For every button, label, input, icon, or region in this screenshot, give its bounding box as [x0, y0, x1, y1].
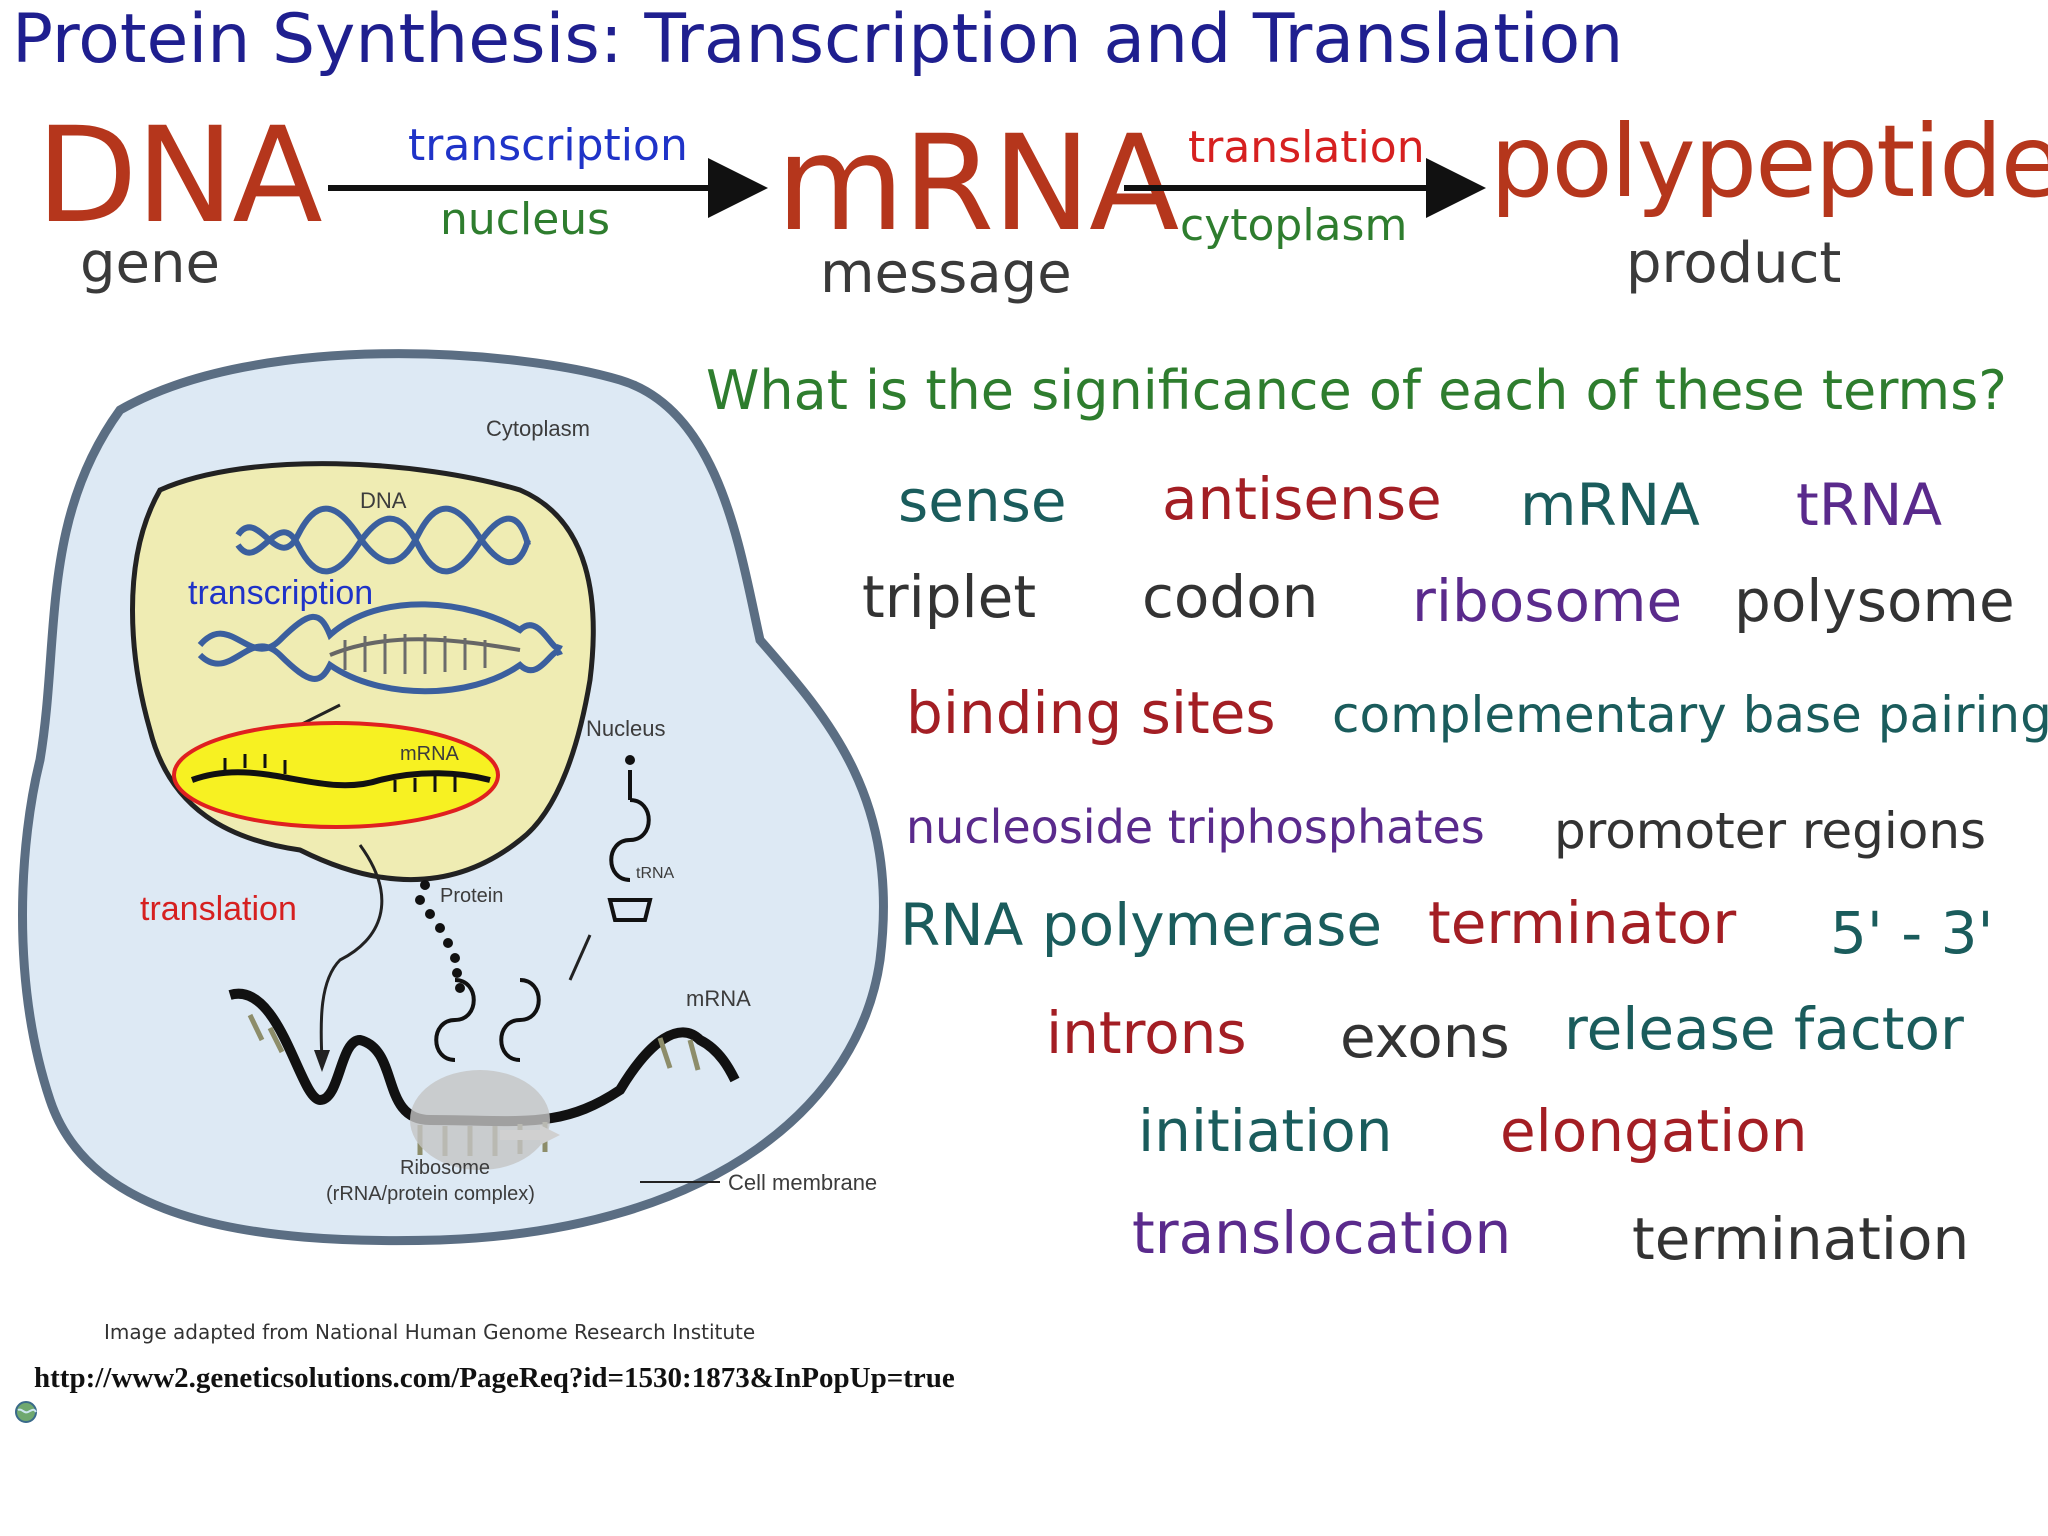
question-heading: What is the significance of each of thes…	[706, 359, 2007, 422]
term-rna-polymerase: RNA polymerase	[900, 891, 1383, 959]
term-introns: introns	[1046, 999, 1247, 1067]
term-trna: tRNA	[1796, 471, 1943, 539]
term-5-3: 5' - 3'	[1830, 899, 1994, 967]
flow-gene: gene	[80, 231, 220, 296]
flow-dna: DNA	[36, 99, 323, 253]
term-mrna: mRNA	[1520, 471, 1700, 539]
term-nucleoside-triphosphates: nucleoside triphosphates	[906, 800, 1485, 854]
ribosome-shape	[410, 1070, 550, 1170]
flow-mrna: mRNA	[776, 107, 1179, 261]
term-ribosome: ribosome	[1412, 567, 1683, 635]
flow-arrows	[328, 158, 1486, 218]
term-initiation: initiation	[1138, 1097, 1393, 1165]
diagram-label-ribosome-note: (rRNA/protein complex)	[326, 1183, 535, 1205]
arrow1-nucleus-label: nucleus	[440, 194, 611, 245]
term-triplet: triplet	[862, 563, 1037, 631]
diagram-label-cytoplasm: Cytoplasm	[486, 416, 590, 441]
nucleus-mrna-highlight	[172, 721, 500, 829]
cell-diagram: Cytoplasm DNA transcription mRNA Nucleus…	[18, 349, 888, 1246]
term-promoter-regions: promoter regions	[1554, 802, 1987, 860]
term-exons: exons	[1340, 1003, 1510, 1071]
flow-product: product	[1626, 231, 1842, 296]
term-translocation: translocation	[1132, 1199, 1512, 1267]
arrow1-transcription-label: transcription	[408, 120, 688, 171]
term-sense: sense	[898, 467, 1067, 535]
page-title: Protein Synthesis: Transcription and Tra…	[12, 0, 1624, 79]
term-elongation: elongation	[1500, 1097, 1808, 1165]
diagram-label-trna: tRNA	[636, 865, 675, 882]
source-url-link[interactable]: http://www2.geneticsolutions.com/PageReq…	[34, 1362, 955, 1394]
globe-icon	[15, 1401, 37, 1423]
term-terminator: terminator	[1428, 889, 1737, 957]
term-polysome: polysome	[1734, 567, 2015, 635]
term-termination: termination	[1632, 1205, 1970, 1273]
diagram-label-mrna-nucleus: mRNA	[400, 743, 460, 765]
protein-chain	[415, 880, 465, 993]
diagram-label-nucleus: Nucleus	[586, 716, 665, 741]
arrow2-cytoplasm-label: cytoplasm	[1180, 200, 1408, 251]
arrow2-translation-label: translation	[1188, 122, 1425, 173]
trna-molecules	[434, 770, 653, 1062]
image-credit: Image adapted from National Human Genome…	[104, 1320, 756, 1344]
diagram-label-dna: DNA	[360, 488, 407, 513]
diagram-label-protein: Protein	[440, 885, 503, 907]
flow-message: message	[820, 241, 1072, 306]
term-antisense: antisense	[1162, 465, 1442, 533]
diagram-label-cell-membrane: Cell membrane	[728, 1170, 877, 1195]
diagram-label-translation: translation	[140, 890, 297, 928]
term-codon: codon	[1142, 563, 1319, 631]
diagram-label-transcription: transcription	[188, 574, 373, 612]
term-binding-sites: binding sites	[906, 679, 1276, 747]
diagram-label-ribosome: Ribosome	[400, 1157, 490, 1179]
flow-polypeptide: polypeptide	[1490, 103, 2048, 220]
diagram-label-mrna-cyto: mRNA	[686, 986, 751, 1011]
term-complementary-base-pairing: complementary base pairing	[1332, 686, 2048, 744]
term-release-factor: release factor	[1564, 995, 1964, 1063]
